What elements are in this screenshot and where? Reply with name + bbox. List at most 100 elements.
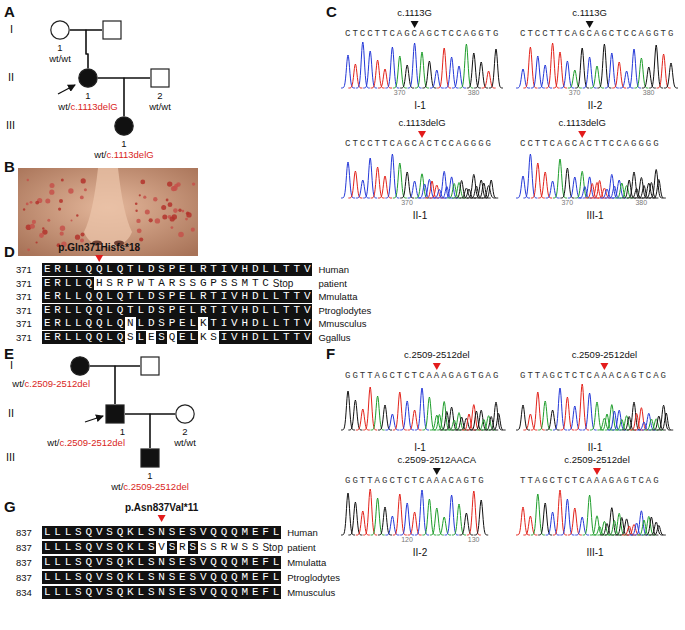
- trace-peak: [489, 49, 503, 88]
- male-symbol: 1wt/c.2509-2512del: [140, 448, 160, 468]
- residue-number: 371: [16, 304, 32, 317]
- papule: [81, 233, 85, 237]
- residue-run: L: [136, 331, 146, 344]
- trace-peak: [492, 414, 506, 431]
- genotype-text: wt/wt: [49, 53, 71, 64]
- panel-letter: A: [4, 3, 15, 20]
- proband-arrow: [58, 85, 75, 94]
- symbol-outline: [140, 356, 160, 376]
- papule: [76, 214, 78, 216]
- papule: [171, 226, 174, 229]
- male-symbol: 1wt/c.2509-2512del: [105, 404, 125, 424]
- genotype-text: 1: [121, 138, 126, 149]
- symbol-outline: [102, 20, 122, 40]
- position-number: 120: [401, 536, 413, 544]
- symbol-outline: [175, 404, 195, 424]
- panel-letter: B: [4, 158, 15, 175]
- genotype-line: wt/c.2509-2512del: [12, 378, 90, 389]
- symbol-outline: [140, 448, 160, 468]
- variant-arrow: [411, 21, 419, 28]
- position-number: 380: [468, 89, 480, 97]
- residue-number: 837: [16, 571, 32, 584]
- papule: [39, 233, 44, 238]
- symbol-outline: [50, 20, 70, 40]
- genotype-text: wt/: [58, 101, 70, 112]
- genotype-text: 1: [120, 426, 125, 437]
- papule: [135, 210, 137, 212]
- symbol-outline: [150, 68, 170, 88]
- base-calls: CTCCTTCAGCACTCCAGGGG: [345, 139, 493, 149]
- papule: [167, 181, 172, 186]
- papule: [68, 188, 73, 193]
- genotype-line: wt/c.1113delG: [58, 101, 117, 112]
- papule: [161, 205, 166, 210]
- residue-number: 837: [16, 541, 32, 554]
- residue-run: ERLLQQLQTLDSPELRTIVHDLLTTV: [42, 263, 312, 276]
- face-photo: [18, 168, 198, 256]
- position-number: 370: [569, 89, 581, 97]
- variant-label: p.Asn837Val*11: [125, 502, 198, 514]
- variant-arrow: [593, 468, 601, 475]
- residue-run: LLLSQVSQKLSNSESVQQQMEFL: [42, 556, 281, 569]
- papule: [42, 227, 44, 229]
- papule: [60, 232, 64, 236]
- affected-fill: [141, 449, 159, 467]
- base-calls: CTCCTTCAGCAGCTCCAGGTG: [345, 29, 500, 39]
- sample-id: III-1: [586, 547, 603, 559]
- descent-line: [150, 414, 175, 448]
- genotype-line: wt/wt: [149, 101, 171, 112]
- residue-run: SSRWSS: [198, 541, 260, 554]
- genotype-text: 1: [85, 90, 90, 101]
- papule: [58, 208, 61, 211]
- residue-number: 371: [16, 331, 32, 344]
- genotype-line: 1: [58, 90, 117, 101]
- genotype-text: wt/: [111, 481, 123, 492]
- symbol-outline: [78, 68, 98, 88]
- trace-peak: [484, 180, 498, 198]
- residue-run: S: [167, 541, 177, 554]
- papule: [49, 190, 54, 195]
- sample-id: II-1: [588, 442, 602, 454]
- panel-letter: F: [326, 345, 335, 362]
- species-name: Human: [287, 526, 318, 539]
- species-name: Mmusculus: [287, 586, 335, 599]
- residue-run: TIVHDLLTTV: [208, 317, 312, 330]
- proband-arrow: [85, 416, 103, 422]
- variant-arrow: [578, 131, 586, 138]
- residue-run: S: [156, 331, 166, 344]
- species-name: patient: [318, 277, 347, 290]
- residue-run: ERLLQQLQ: [42, 317, 125, 330]
- base-calls: GGTTAGCTCTCAAACAGTG: [345, 476, 486, 486]
- genotype-line: 1: [94, 138, 153, 149]
- residue-run: EL: [177, 331, 198, 344]
- papule: [71, 220, 73, 222]
- affected-fill: [79, 69, 97, 87]
- genotype-block: 1wt/c.1113delG: [94, 138, 153, 160]
- residue-number: 371: [16, 263, 32, 276]
- species-name: patient: [287, 541, 316, 554]
- papule: [149, 218, 153, 222]
- sample-id: III-1: [586, 210, 603, 222]
- papule: [50, 183, 55, 188]
- panel-letter: G: [4, 498, 16, 515]
- male-symbol: 2wt/wt: [150, 68, 170, 88]
- variant-text: c.1113delG: [106, 149, 153, 160]
- genotype-block: 1wt/c.2509-2512del: [47, 426, 125, 448]
- papule: [80, 196, 84, 200]
- base-calls: GTTAGCTCTCAAACAGTCAG: [520, 371, 668, 381]
- base-calls: CTCCTTCAGCAGCTCCAGGTG: [520, 29, 675, 39]
- residue-run: ERLLQQLQ: [42, 331, 125, 344]
- genotype-line: 2: [174, 426, 196, 437]
- position-number: 380: [643, 89, 655, 97]
- genotype-text: 2: [182, 426, 187, 437]
- variant-text: c.2509-2512del: [60, 437, 126, 448]
- variant-arrow: [433, 468, 441, 475]
- residue-run: LLLSQVSQKLS: [42, 541, 156, 554]
- genotype-line: wt/c.1113delG: [94, 149, 153, 160]
- trace-peak: [659, 413, 673, 430]
- generation-label: I: [10, 23, 13, 36]
- species-name: Ggallus: [318, 331, 350, 344]
- unaffected-fill: [176, 405, 194, 423]
- residue-run: LLLSQVSQKLSNSESVQQQMEFL: [42, 571, 281, 584]
- residue-run: K: [198, 317, 208, 330]
